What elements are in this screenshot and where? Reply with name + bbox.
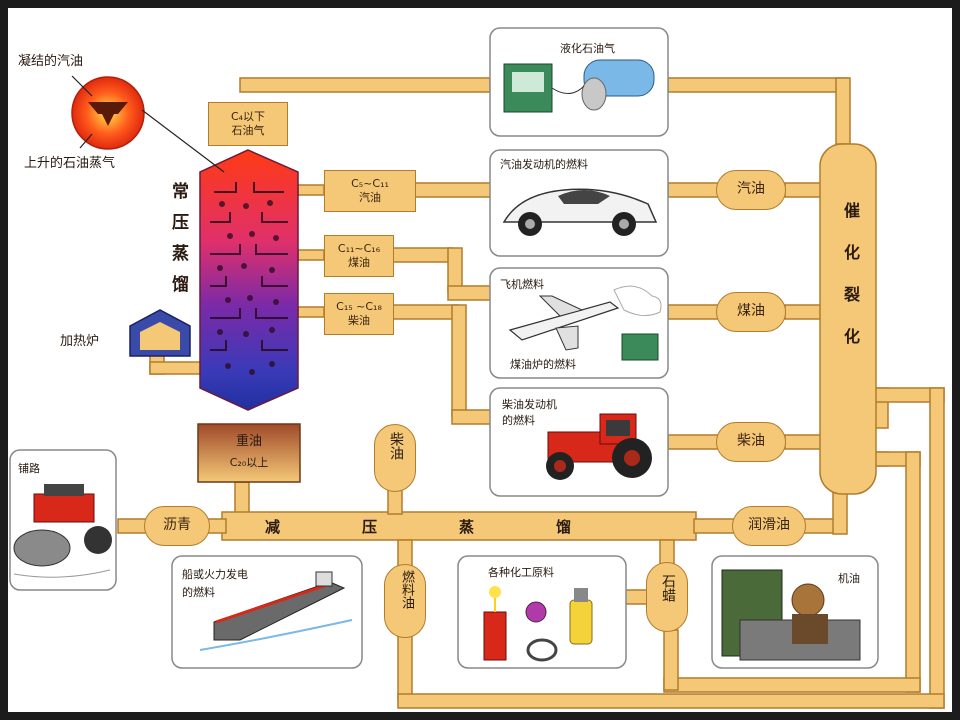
cracking-column	[819, 143, 877, 495]
product-lpg: 液化石油气	[560, 42, 615, 55]
fraction-c4-name: 石油气	[231, 124, 265, 137]
fraction-c5-name: 汽油	[359, 191, 381, 204]
fraction-c11: C₁₁~C₁₆ 煤油	[324, 235, 394, 277]
plane-illustration	[508, 285, 662, 361]
fraction-c4: C₄以下 石油气	[208, 102, 288, 146]
product-car: 汽油发动机的燃料	[500, 158, 588, 171]
furnace-window	[140, 322, 180, 350]
label-furnace: 加热炉	[60, 334, 100, 349]
vertical-diesel: 柴油	[388, 432, 404, 460]
condensation-icon	[71, 75, 225, 173]
oval-diesel: 柴油	[716, 422, 786, 462]
lpg-illustration	[503, 59, 655, 113]
fraction-c11-name: 煤油	[348, 256, 370, 269]
oval-asphalt: 沥青	[144, 506, 210, 546]
product-diesel-engine: 柴油发动机	[502, 398, 557, 411]
capsule-diesel	[374, 424, 416, 492]
heavy-oil-formula: C₂₀以上	[229, 456, 269, 469]
distillation-tower	[199, 149, 299, 411]
label-cracking: 催化裂化	[841, 202, 860, 370]
product-plane: 飞机燃料	[500, 278, 544, 291]
product-diesel-engine-2: 的燃料	[502, 414, 535, 427]
oval-kerosene: 煤油	[716, 292, 786, 332]
vacuum-label-row: 减压蒸馏	[222, 512, 696, 540]
heavy-oil-label: 重油	[235, 434, 262, 449]
label-tower: 常压蒸馏	[168, 182, 188, 306]
product-road: 铺路	[18, 462, 40, 475]
roller-illustration	[13, 484, 112, 578]
label-vacuum: 减压蒸馏	[264, 517, 653, 536]
product-ship: 船或火力发电	[182, 568, 248, 581]
fraction-c5-formula: C₅~C₁₁	[351, 177, 389, 190]
car-illustration	[502, 188, 658, 236]
oval-lube: 润滑油	[732, 506, 806, 546]
vertical-fuel-oil: 燃料油	[399, 570, 414, 609]
product-ship-2: 的燃料	[182, 586, 215, 599]
label-condensed-gasoline: 凝结的汽油	[18, 54, 84, 69]
capsule-paraffin	[646, 562, 688, 632]
heavy-oil-box	[197, 423, 301, 483]
ship-illustration	[199, 571, 353, 651]
fraction-c4-formula: C₄以下	[230, 110, 266, 123]
tractor-illustration	[546, 413, 652, 480]
vertical-paraffin: 石蜡	[660, 574, 676, 602]
oval-gasoline: 汽油	[716, 170, 786, 210]
fraction-c15-name: 柴油	[348, 314, 370, 327]
product-chem: 各种化工原料	[488, 566, 554, 579]
capsule-fuel-oil	[384, 564, 426, 638]
fraction-c11-formula: C₁₁~C₁₆	[337, 242, 381, 255]
product-stove: 煤油炉的燃料	[510, 358, 576, 371]
chem-illustration	[483, 586, 593, 662]
product-engine-oil: 机油	[838, 572, 860, 585]
label-rising-vapor: 上升的石油蒸气	[24, 156, 116, 171]
mechanic-illustration	[721, 569, 861, 661]
fraction-c5: C₅~C₁₁ 汽油	[324, 170, 416, 212]
fraction-c15-formula: C₁₅ ~C₁₈	[336, 300, 382, 313]
fraction-c15: C₁₅ ~C₁₈ 柴油	[324, 293, 394, 335]
